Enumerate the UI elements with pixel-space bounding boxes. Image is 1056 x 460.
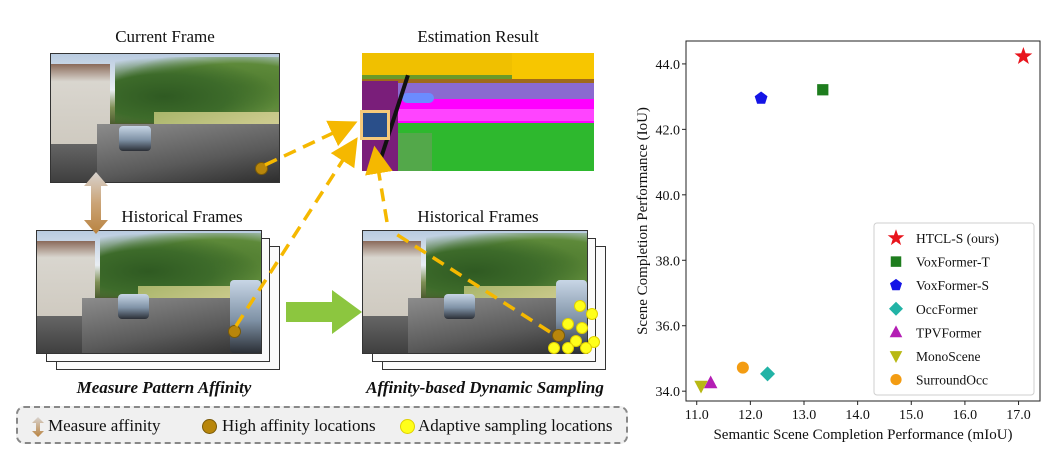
sampling-dot (562, 342, 574, 354)
data-point (760, 366, 776, 382)
legend-sampling-dot (400, 419, 415, 434)
data-point (817, 84, 829, 96)
caption-right: Affinity-based Dynamic Sampling (366, 378, 604, 397)
data-point (1014, 47, 1033, 64)
legend-label: SurroundOcc (916, 373, 988, 388)
diagram-legend: Measure affinity High affinity locations… (16, 406, 628, 444)
x-tick-label: 12.0 (738, 408, 763, 423)
legend-marker (889, 325, 903, 338)
scatter-chart: 11.0 12.0 13.0 14.0 15.0 16.0 17.0 34.0 36.0 38.… (635, 40, 1041, 443)
data-point (694, 380, 708, 394)
legend-label: HTCL-S (ours) (916, 231, 999, 246)
x-tick-label: 15.0 (899, 408, 924, 423)
legend-marker (889, 351, 903, 363)
legend-label: MonoScene (916, 349, 981, 364)
legend-marker (890, 256, 902, 267)
data-point (736, 361, 749, 374)
sampling-dot (586, 308, 598, 320)
high-affinity-dot-left (228, 325, 241, 338)
legend-label: VoxFormer-S (916, 278, 989, 293)
data-point (703, 375, 718, 389)
sampling-dot (580, 342, 592, 354)
historical-frames-title-left: Historical Frames (121, 207, 243, 226)
y-tick-label: 34.0 (656, 385, 681, 400)
big-green-arrow (286, 290, 362, 334)
legend-high-affinity: High affinity locations (222, 416, 376, 435)
x-tick-label: 16.0 (953, 408, 978, 423)
legend-frame (873, 222, 1035, 396)
y-tick-label: 36.0 (656, 320, 681, 335)
legend-marker (889, 301, 903, 316)
estimation-result-title: Estimation Result (417, 27, 539, 46)
y-axis-label: Scene Completion Performance (IoU) (635, 107, 651, 335)
historical-frame-image-right (362, 230, 588, 354)
legend-measure-affinity: Measure affinity (48, 416, 161, 435)
legend-marker (890, 374, 902, 386)
high-affinity-dot-current (255, 162, 268, 175)
legend-high-affinity-dot (202, 419, 217, 434)
legend-marker (887, 229, 905, 246)
high-affinity-dot-right (552, 329, 565, 342)
current-frame-image (50, 53, 280, 183)
measure-affinity-double-arrow (84, 172, 108, 234)
current-frame-title: Current Frame (115, 27, 215, 46)
x-tick-label: 11.0 (685, 408, 709, 423)
legend-label: TPVFormer (916, 325, 982, 340)
legend-adaptive-sampling: Adaptive sampling locations (418, 416, 613, 435)
x-tick-label: 17.0 (1006, 408, 1031, 423)
x-tick-label: 14.0 (845, 408, 870, 423)
y-tick-label: 42.0 (656, 123, 681, 138)
legend-label: OccFormer (916, 302, 978, 317)
y-tick-label: 38.0 (656, 254, 681, 269)
legend-marker (890, 278, 902, 291)
sampling-dot (548, 342, 560, 354)
sampling-dot (576, 322, 588, 334)
x-tick-label: 13.0 (792, 408, 817, 423)
measure-affinity-icon (32, 417, 44, 437)
x-axis-label: Semantic Scene Completion Performance (m… (713, 427, 1012, 443)
y-tick-label: 44.0 (656, 58, 681, 73)
highlight-box (360, 110, 390, 140)
chart-legend: HTCL-S (ours) VoxFormer-T VoxFormer-S OccFo… (873, 222, 1035, 396)
dashed-arrows (234, 120, 551, 334)
legend-label: VoxFormer-T (916, 255, 990, 270)
caption-left: Measure Pattern Affinity (76, 378, 252, 397)
sampling-dot (574, 300, 586, 312)
y-tick-label: 40.0 (656, 189, 681, 204)
sampling-dot (562, 318, 574, 330)
historical-frames-title-right: Historical Frames (417, 207, 539, 226)
data-point (754, 91, 768, 104)
historical-frame-image-left (36, 230, 262, 354)
